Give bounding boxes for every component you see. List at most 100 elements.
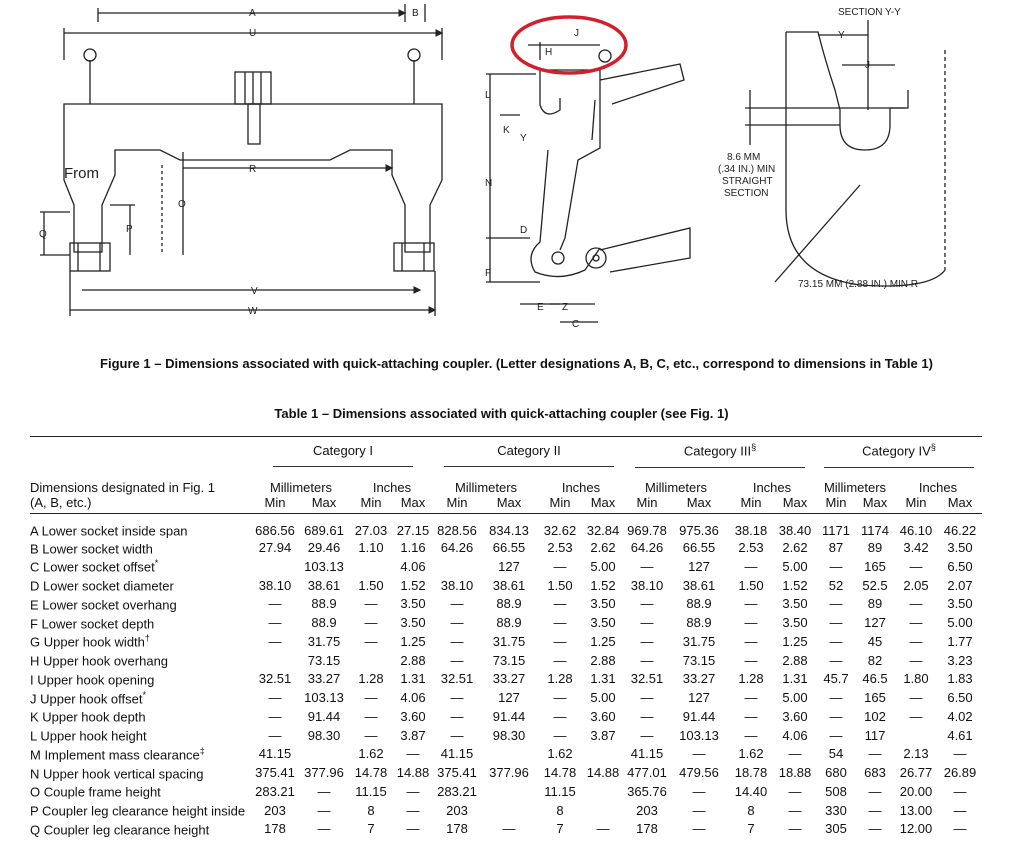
table-cell: —: [829, 615, 843, 631]
table-cell: —: [640, 727, 654, 743]
row-label: L Upper hook height: [30, 728, 147, 744]
svg-text:73.15 MM (2.88 IN.) MIN R: 73.15 MM (2.88 IN.) MIN R: [798, 279, 918, 290]
row-label: I Upper hook opening: [30, 672, 155, 688]
table-cell: 89: [867, 596, 883, 612]
svg-text:C: C: [572, 319, 579, 330]
unit-in: Inches: [372, 480, 412, 495]
table-cell: 31.75: [307, 633, 341, 649]
table-cell: 4.06: [782, 727, 808, 743]
svg-text:Z: Z: [562, 302, 568, 313]
table-cell: 38.61: [682, 577, 716, 593]
table-cell: —: [953, 821, 967, 837]
table-cell: 18.78: [734, 765, 768, 781]
max-header: Max: [670, 495, 728, 514]
table-cell: —: [406, 802, 420, 818]
table-cell: —: [744, 690, 758, 706]
table-cell: 1.52: [782, 577, 808, 593]
table-cell: 32.84: [586, 522, 620, 538]
max-header: Max: [298, 495, 350, 514]
table-cell: 45: [867, 633, 883, 649]
table-cell: 5.00: [782, 690, 808, 706]
table-cell: 52: [828, 577, 844, 593]
table-cell: 14.88: [586, 765, 620, 781]
table-cell: 3.42: [903, 540, 929, 556]
category-3-header: Category III§: [624, 436, 816, 473]
section-view: [745, 20, 946, 287]
front-view: [40, 4, 444, 316]
table-cell: 377.96: [489, 765, 529, 781]
table-cell: 165: [864, 690, 886, 706]
side-view: [486, 42, 691, 323]
table-cell: 41.15: [630, 746, 664, 762]
table-cell: —: [829, 633, 843, 649]
row-label: H Upper hook overhang: [30, 653, 169, 669]
table-cell: 203: [264, 802, 286, 818]
unit-mm: Millimeters: [454, 480, 518, 495]
table-cell: —: [553, 558, 567, 574]
table-cell: 365.76: [627, 783, 667, 799]
table-cell: 26.77: [899, 765, 933, 781]
table-cell: 45.7: [823, 671, 849, 687]
table-cell: —: [788, 821, 802, 837]
unit-mm: Millimeters: [823, 480, 887, 495]
min-header: Min: [728, 495, 774, 514]
table-cell: 689.61: [304, 522, 344, 538]
table-cell: —: [868, 821, 882, 837]
min-header: Min: [350, 495, 392, 514]
row-label: N Upper hook vertical spacing: [30, 765, 204, 781]
svg-text:R: R: [249, 164, 256, 175]
table-cell: —: [553, 652, 567, 668]
table-cell: 4.06: [400, 690, 426, 706]
table-cell: —: [268, 596, 282, 612]
table-cell: 33.27: [492, 671, 526, 687]
table-cell: 1171: [822, 522, 850, 538]
svg-text:U: U: [249, 28, 256, 39]
svg-text:E: E: [537, 302, 544, 313]
min-header: Min: [816, 495, 856, 514]
table-cell: 88.9: [496, 596, 522, 612]
table-cell: 828.56: [437, 522, 477, 538]
table-cell: 38.10: [630, 577, 664, 593]
table-cell: 2.07: [947, 577, 973, 593]
table-cell: 1.83: [947, 671, 973, 687]
figure-caption: Figure 1 – Dimensions associated with qu…: [100, 356, 933, 371]
table-cell: 7: [367, 821, 375, 837]
svg-text:W: W: [248, 306, 258, 317]
table-cell: —: [364, 708, 378, 724]
table-cell: —: [553, 708, 567, 724]
table-cell: —: [909, 596, 923, 612]
table-cell: 975.36: [679, 522, 719, 538]
table-cell: —: [553, 690, 567, 706]
table-cell: 3.50: [590, 596, 616, 612]
svg-text:K: K: [503, 125, 510, 136]
min-header: Min: [894, 495, 938, 514]
row-label: J Upper hook offset*: [30, 689, 147, 706]
table-cell: —: [829, 652, 843, 668]
table-cell: 64.26: [630, 540, 664, 556]
table-cell: 3.23: [947, 652, 973, 668]
table-cell: —: [909, 708, 923, 724]
table-cell: 1.77: [947, 633, 973, 649]
table-cell: 38.61: [492, 577, 526, 593]
table-cell: —: [788, 783, 802, 799]
table-cell: —: [953, 746, 967, 762]
min-header: Min: [538, 495, 582, 514]
table-cell: —: [450, 708, 464, 724]
table-cell: 2.62: [590, 540, 616, 556]
table-cell: —: [744, 652, 758, 668]
svg-text:J: J: [865, 60, 870, 71]
table-cell: 46.5: [862, 671, 888, 687]
table-cell: 127: [498, 558, 520, 574]
table-cell: 103.13: [304, 690, 344, 706]
table-cell: [582, 801, 624, 820]
table-cell: 103.13: [679, 727, 719, 743]
table-cell: 64.26: [440, 540, 474, 556]
max-header: Max: [392, 495, 434, 514]
svg-text:N: N: [485, 178, 492, 189]
table-cell: 127: [688, 690, 710, 706]
table-cell: 33.27: [307, 671, 341, 687]
max-header: Max: [774, 495, 816, 514]
table-cell: 969.78: [627, 522, 667, 538]
